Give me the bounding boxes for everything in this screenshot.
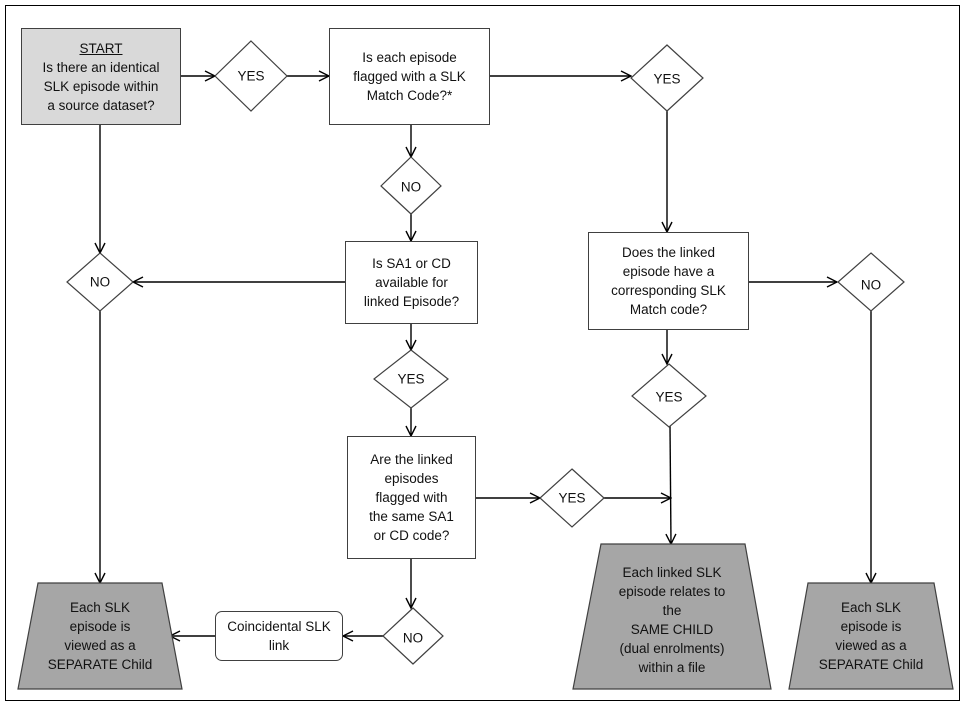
edge-yes-to-same-child-vertical [670,425,671,544]
outcome-text-line: the [662,602,682,618]
decision-label-yes: YES [558,490,586,506]
question-text-line: Is each episode [362,50,457,65]
decision-label-no: NO [402,630,424,646]
question-flagged-box: Is each episode flagged with a SLK Match… [329,28,490,125]
outcome-separate-child-left: Each SLK episode is viewed as a SEPARATE… [18,583,182,689]
question-text-line: Are the linked [370,452,453,467]
decision-label-yes: YES [655,389,683,405]
outcome-text-line: SAME CHILD [630,621,714,637]
start-label: START [79,40,123,56]
decision-diamond-yes-right [630,44,704,112]
terminal-shape-separate-right [788,582,954,690]
outcome-text-line: SEPARATE Child [818,657,924,672]
decision-diamond-no-left [66,252,134,312]
decision-label-no: NO [400,179,422,195]
question-text-line: Is SA1 or CD [372,256,451,271]
question-text-line: available for [375,275,448,290]
decision-diamond-yes-sa1 [373,349,449,409]
decision-label-yes: YES [653,71,681,87]
diagram-frame [5,5,960,701]
outcome-text-line: within a file [638,659,706,675]
question-text-line: the same SA1 [369,509,454,524]
outcome-text-line: viewed as a [835,638,907,653]
decision-diamond-no-flagged [380,156,442,215]
question-text-line: or CD code? [373,528,450,543]
coincidental-text-line: Coincidental SLK [227,619,331,634]
outcome-text-line: episode is [840,619,902,634]
decision-label-yes: YES [397,371,425,387]
outcome-text-line: SEPARATE Child [47,657,153,672]
outcome-text-line: (dual enrolments) [619,640,725,656]
outcome-same-child: Each linked SLK episode relates to the S… [573,550,771,689]
decision-diamond-yes-same [539,468,605,528]
outcome-text-line: episode relates to [618,583,726,599]
question-corresponding-box: Does the linked episode have a correspon… [588,232,749,330]
outcome-text-line: Each linked SLK [622,564,722,580]
coincidental-link-box: Coincidental SLK link [215,611,343,661]
question-text-line: Match code? [629,302,708,317]
decision-diamond-yes-start [214,40,288,112]
question-text-line: episode have a [622,264,715,279]
start-text-line: SLK episode within [43,78,159,94]
decision-label-no: NO [860,277,882,293]
question-text-line: flagged with a SLK [353,69,466,84]
question-text-line: linked Episode? [363,294,460,309]
terminal-shape-same-child [572,543,772,690]
question-text-line: Does the linked [621,245,716,260]
question-same-code-box: Are the linked episodes flagged with the… [347,436,476,559]
start-box: START Is there an identical SLK episode … [21,28,181,125]
start-text-line: a source dataset? [47,97,155,113]
outcome-text-line: viewed as a [64,638,136,653]
outcome-text-line: episode is [69,619,131,634]
outcome-text-line: Each SLK [69,600,131,615]
question-text-line: flagged with [375,490,448,505]
question-text-line: Match Code?* [366,88,453,103]
outcome-separate-child-right: Each SLK episode is viewed as a SEPARATE… [789,583,953,689]
decision-diamond-yes-corr [631,363,707,428]
decision-label-yes: YES [237,68,265,84]
start-text-line: Is there an identical [42,59,160,75]
question-text-line: episodes [384,471,439,486]
decision-diamond-no-same [382,607,444,665]
terminal-shape-separate-left [17,582,183,690]
decision-label-no: NO [89,274,111,290]
decision-diamond-no-right [837,252,905,312]
coincidental-text-line: link [268,638,290,653]
question-text-line: corresponding SLK [611,283,726,298]
question-sa1-box: Is SA1 or CD available for linked Episod… [345,241,478,324]
outcome-text-line: Each SLK [840,600,902,615]
